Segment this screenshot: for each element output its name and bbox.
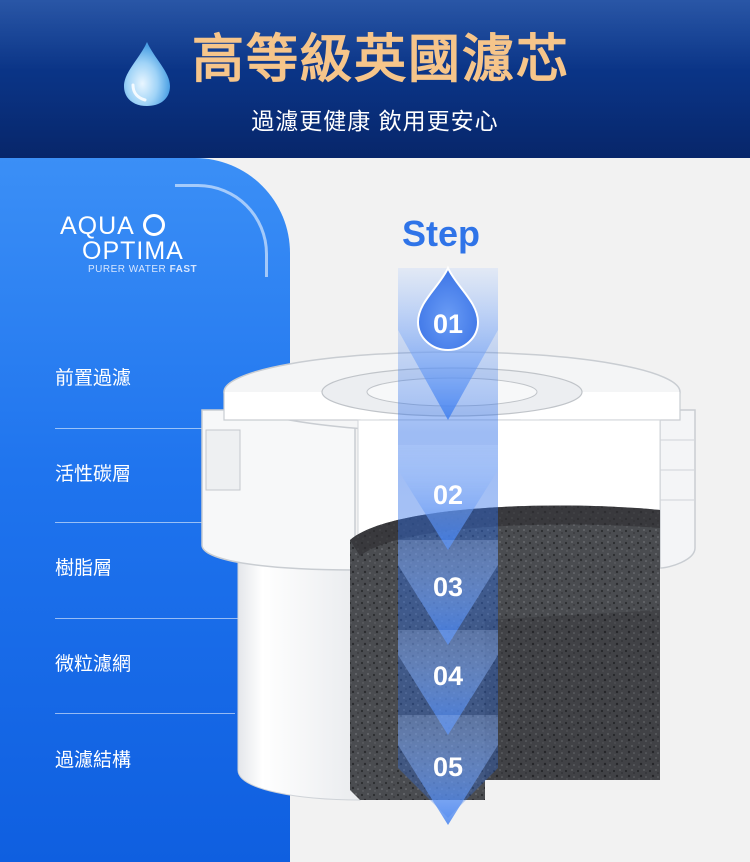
layer-divider: [55, 428, 205, 429]
layer-divider: [55, 618, 245, 619]
step-number: 01: [432, 309, 464, 339]
step-number: 05: [432, 752, 464, 782]
step-title: Step: [402, 213, 481, 254]
page-subtitle: 過濾更健康 飲用更安心: [251, 108, 499, 134]
step-drop-icon: [416, 265, 480, 352]
layer-label-pre-filter: 前置過濾: [55, 368, 132, 389]
layer-divider: [55, 713, 235, 714]
header-banner: 高等級英國濾芯 過濾更健康 飲用更安心: [0, 0, 750, 158]
step-number: 04: [432, 661, 464, 691]
brand-ring-icon: [143, 214, 165, 236]
step-number: 02: [432, 480, 464, 510]
brand-tagline-light: PURER WATER: [88, 264, 170, 275]
page-title: 高等級英國濾芯: [192, 31, 571, 89]
water-drop-icon: [124, 42, 170, 106]
flow-arrows: [398, 268, 498, 825]
layer-label-filter-structure: 過濾結構: [55, 750, 132, 771]
layer-label-resin: 樹脂層: [55, 558, 113, 579]
layer-divider: [55, 522, 235, 523]
brand-name-line1: AQUA: [60, 212, 135, 240]
step-number: 03: [432, 572, 464, 602]
brand-tagline: PURER WATER FAST: [88, 264, 197, 276]
brand-logo: AQUA OPTIMA PURER WATER FAST: [60, 212, 250, 282]
layer-label-micro-mesh: 微粒濾網: [55, 654, 132, 675]
layer-label-activated-carbon: 活性碳層: [55, 464, 132, 485]
header-shine: [0, 0, 750, 70]
brand-tagline-bold: FAST: [169, 264, 198, 275]
brand-name-line2: OPTIMA: [82, 237, 184, 265]
